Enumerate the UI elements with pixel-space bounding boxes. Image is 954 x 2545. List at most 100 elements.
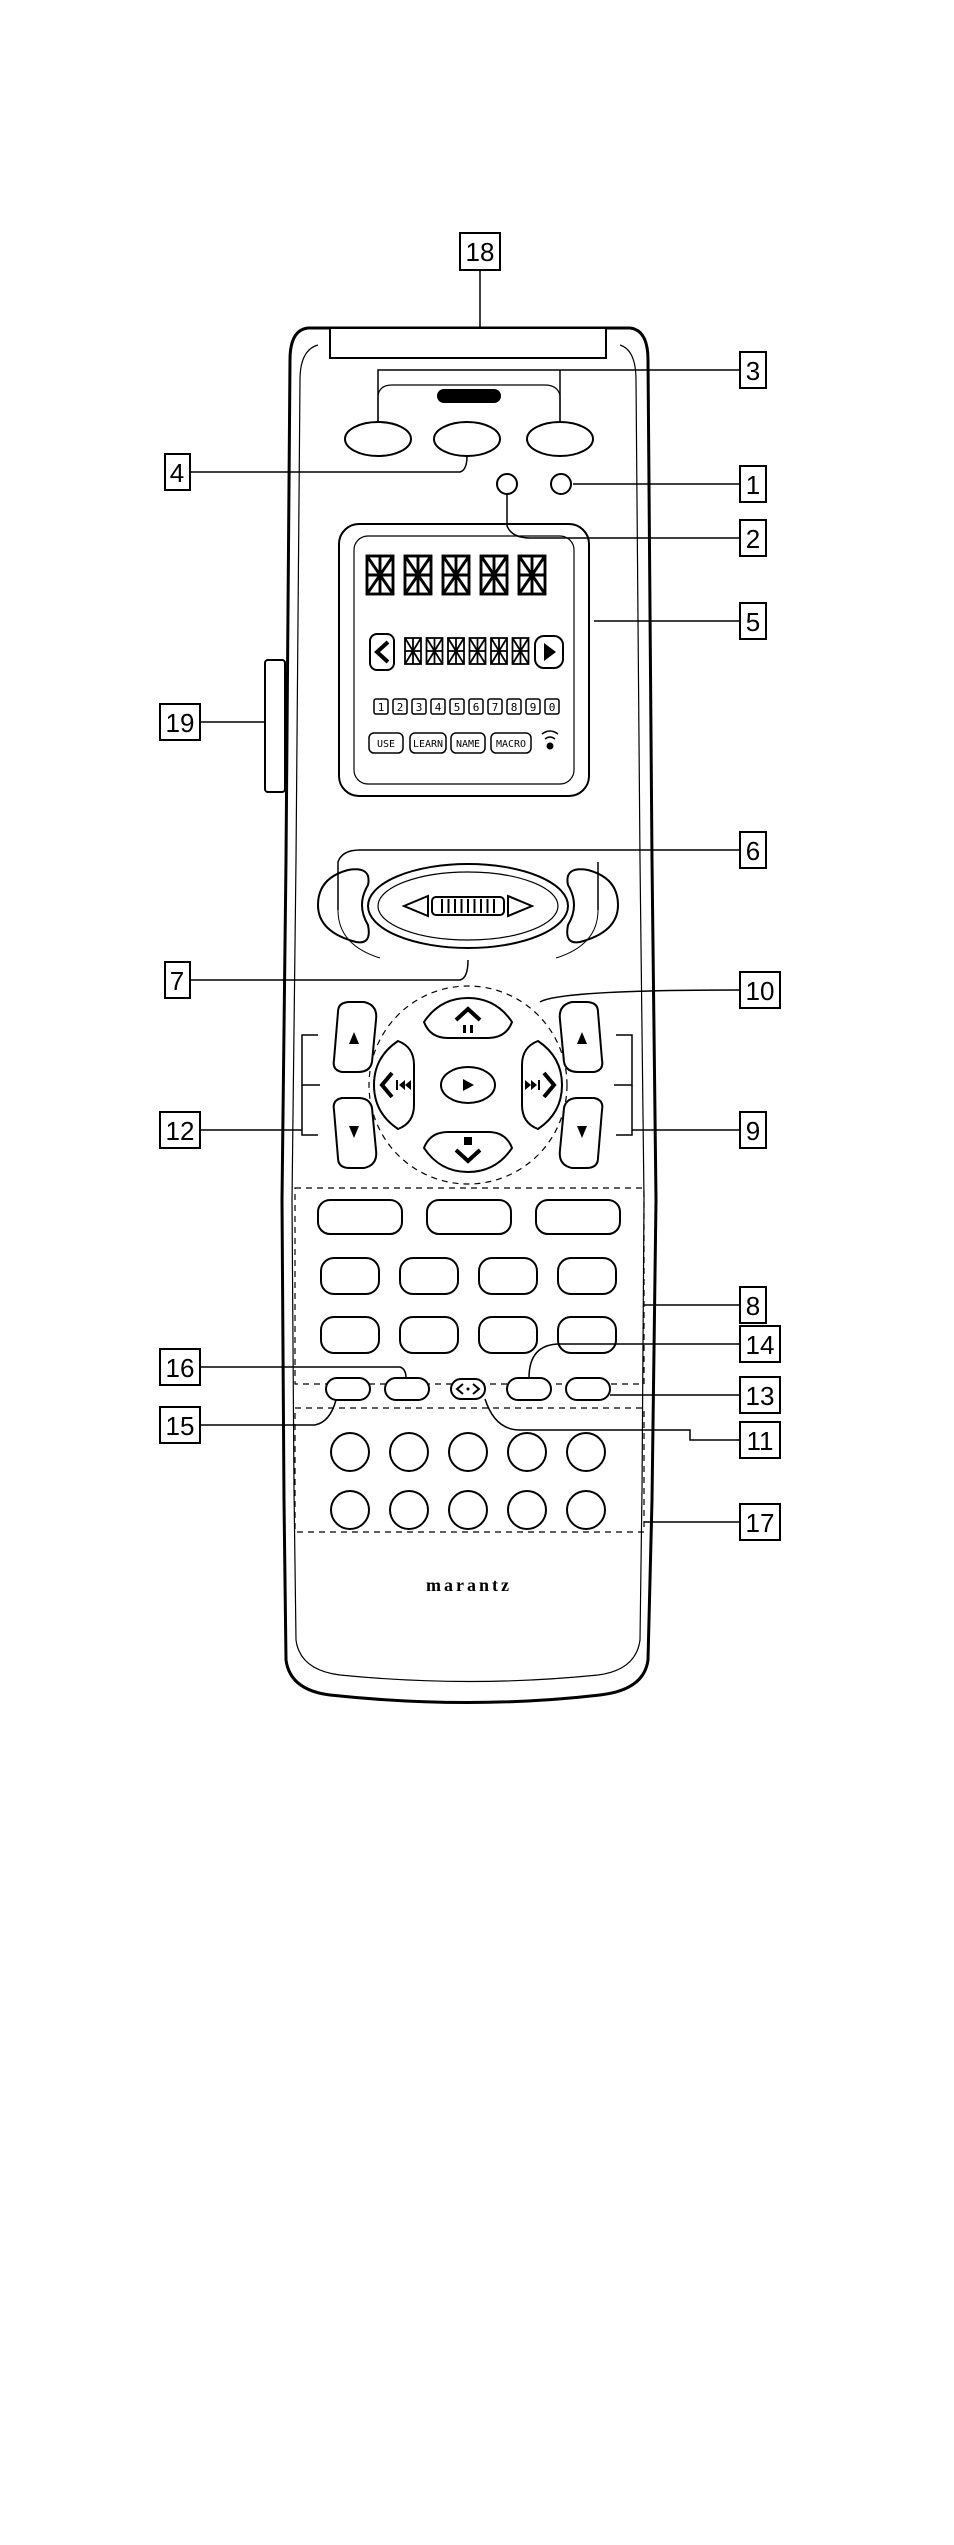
top-left-button[interactable] bbox=[344, 421, 412, 457]
circle-button-r1-c5[interactable] bbox=[566, 1432, 606, 1472]
lcd-right-arrow-icon bbox=[534, 635, 564, 669]
callout-8: 8 bbox=[739, 1286, 767, 1324]
callout-12: 12 bbox=[159, 1111, 201, 1149]
top-section bbox=[344, 384, 594, 495]
callout-9: 9 bbox=[739, 1111, 767, 1149]
callout-leaders bbox=[190, 270, 741, 1523]
jog-section bbox=[316, 863, 620, 959]
remote-inner-contour bbox=[291, 344, 645, 1683]
svg-text:4: 4 bbox=[170, 458, 184, 488]
lcd-sub-segments bbox=[404, 637, 530, 665]
lcd-page-number: 5 bbox=[454, 701, 461, 714]
remote-outer-shell bbox=[280, 326, 658, 1704]
skip-forward-icon bbox=[525, 1080, 540, 1090]
circle-button-area bbox=[294, 1407, 645, 1533]
function-button-r2-c4[interactable] bbox=[557, 1316, 617, 1354]
lcd-page-box bbox=[411, 698, 427, 715]
lcd-page-number: 2 bbox=[397, 701, 404, 714]
function-button-area bbox=[294, 1187, 645, 1385]
callout-16: 16 bbox=[159, 1348, 201, 1386]
function-button-r2-c2[interactable] bbox=[399, 1316, 459, 1354]
function-button-top-3[interactable] bbox=[535, 1199, 621, 1235]
up-arrow-icon bbox=[349, 1032, 359, 1044]
callout-4: 4 bbox=[164, 453, 191, 491]
svg-text:1: 1 bbox=[746, 470, 760, 500]
circle-button-r2-c5[interactable] bbox=[566, 1490, 606, 1530]
lcd-page-number: 1 bbox=[378, 701, 385, 714]
top-center-button[interactable] bbox=[433, 421, 501, 457]
small-button-4[interactable] bbox=[506, 1377, 552, 1401]
svg-text:8: 8 bbox=[746, 1291, 760, 1321]
callout-11: 11 bbox=[739, 1421, 781, 1459]
small-button-5[interactable] bbox=[565, 1377, 611, 1401]
indicator-led-right bbox=[550, 473, 572, 495]
function-button-r1-c2[interactable] bbox=[399, 1257, 459, 1295]
jog-left-triangle-icon bbox=[401, 894, 429, 918]
lcd-main-segments bbox=[365, 554, 547, 596]
lcd-page-number: 7 bbox=[492, 701, 499, 714]
small-button-2[interactable] bbox=[384, 1377, 430, 1401]
lcd-mode-label: LEARN bbox=[413, 739, 443, 750]
svg-text:15: 15 bbox=[166, 1411, 195, 1441]
callout-5: 5 bbox=[739, 602, 767, 640]
cursor-down-button[interactable] bbox=[422, 1131, 514, 1174]
svg-text:18: 18 bbox=[466, 237, 495, 267]
skip-back-icon bbox=[396, 1080, 411, 1090]
function-button-top-1[interactable] bbox=[317, 1199, 403, 1235]
callout-6: 6 bbox=[739, 831, 767, 869]
lcd-page-number: 0 bbox=[549, 701, 556, 714]
side-lever[interactable] bbox=[264, 659, 286, 793]
circle-button-r1-c4[interactable] bbox=[507, 1432, 547, 1472]
callout-1: 1 bbox=[739, 465, 767, 503]
function-button-r1-c4[interactable] bbox=[557, 1257, 617, 1295]
callout-3: 3 bbox=[739, 351, 767, 389]
lcd-mode-label: MACRO bbox=[496, 739, 526, 750]
callout-2: 2 bbox=[739, 519, 767, 557]
top-indicator-bar bbox=[437, 389, 501, 403]
circle-button-r2-c1[interactable] bbox=[330, 1490, 370, 1530]
small-button-1[interactable] bbox=[325, 1377, 371, 1401]
lcd-page-box bbox=[525, 698, 541, 715]
lcd-sub-segment bbox=[511, 637, 530, 665]
callout-19: 19 bbox=[159, 703, 201, 741]
jog-right-triangle-icon bbox=[507, 894, 535, 918]
jog-right-button[interactable] bbox=[566, 868, 620, 944]
cursor-left-button[interactable] bbox=[372, 1039, 415, 1131]
circle-button-r2-c2[interactable] bbox=[389, 1490, 429, 1530]
callout-18: 18 bbox=[459, 232, 501, 271]
cursor-up-button[interactable] bbox=[422, 996, 514, 1039]
circle-button-r1-c2[interactable] bbox=[389, 1432, 429, 1472]
function-button-r1-c1[interactable] bbox=[320, 1257, 380, 1295]
circle-button-r1-c3[interactable] bbox=[448, 1432, 488, 1472]
transmit-icon bbox=[541, 730, 559, 750]
lcd-page-box bbox=[506, 698, 522, 715]
lcd-main-segment bbox=[479, 554, 509, 596]
lcd-sub-segment bbox=[468, 637, 487, 665]
jog-wheel-ridges bbox=[441, 899, 495, 913]
svg-text:17: 17 bbox=[746, 1508, 775, 1538]
circle-button-r2-c4[interactable] bbox=[507, 1490, 547, 1530]
lcd-main-segment bbox=[441, 554, 471, 596]
circle-button-r1-c1[interactable] bbox=[330, 1432, 370, 1472]
callout-17: 17 bbox=[739, 1503, 781, 1541]
circle-button-area-border bbox=[294, 1407, 645, 1533]
lcd-mode-learn bbox=[409, 732, 447, 754]
lcd-mode-label: USE bbox=[377, 739, 395, 750]
circle-button-r2-c3[interactable] bbox=[448, 1490, 488, 1530]
function-button-r2-c3[interactable] bbox=[478, 1316, 538, 1354]
top-right-button[interactable] bbox=[526, 421, 594, 457]
jog-left-button[interactable] bbox=[316, 868, 370, 944]
function-button-top-2[interactable] bbox=[426, 1199, 512, 1235]
lcd-page-box bbox=[373, 698, 389, 715]
callout-14: 14 bbox=[739, 1325, 781, 1363]
function-button-r1-c3[interactable] bbox=[478, 1257, 538, 1295]
ir-window bbox=[329, 327, 607, 359]
cursor-right-button[interactable] bbox=[521, 1039, 564, 1131]
function-button-r2-c1[interactable] bbox=[320, 1316, 380, 1354]
svg-text:19: 19 bbox=[166, 708, 195, 738]
svg-text:2: 2 bbox=[746, 524, 760, 554]
svg-text:5: 5 bbox=[746, 607, 760, 637]
lcd-page-number: 9 bbox=[530, 701, 537, 714]
